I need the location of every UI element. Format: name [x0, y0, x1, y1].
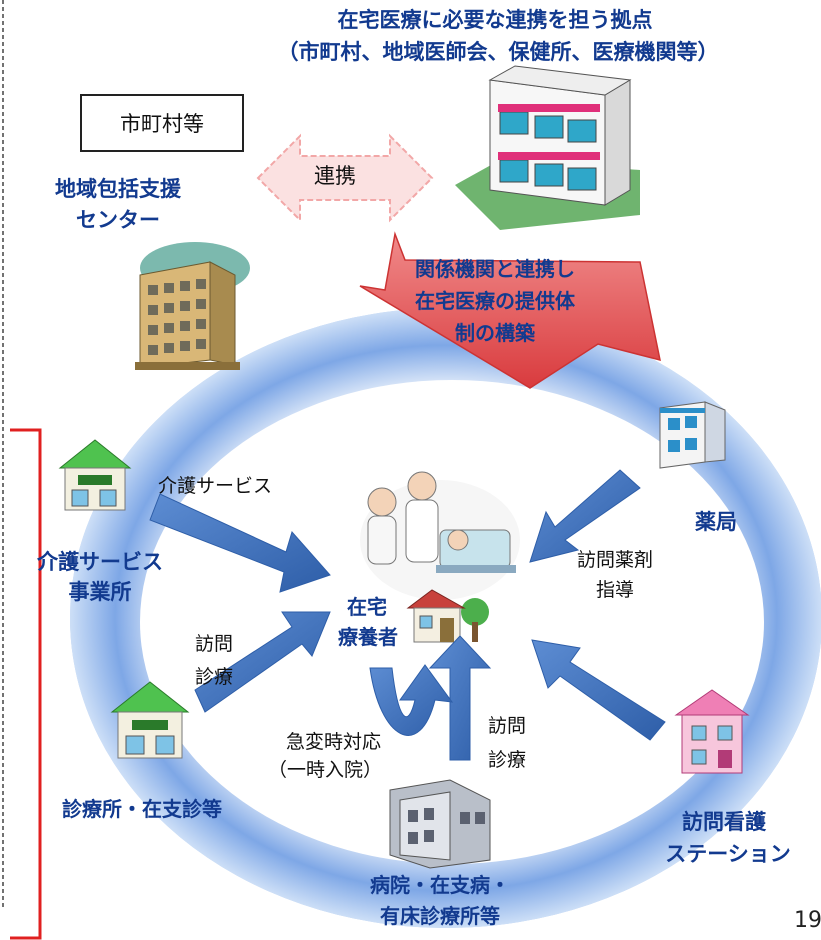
hospital-visit-arrow: [428, 635, 492, 761]
hub-title-line2: （市町村、地域医師会、保健所、医療機関等）: [277, 40, 719, 64]
regional-center-line2: センター: [76, 208, 160, 232]
pharmacy-flow-line2: 指導: [595, 579, 634, 601]
emergency-line2: （一時入院）: [268, 759, 383, 781]
patient-care-scene-icon: [360, 471, 520, 600]
clinic-house-icon: [110, 681, 190, 759]
clinic-visit-arrow: [194, 611, 331, 713]
emergency-u-arrow: [369, 664, 454, 736]
hospital-line2: 有床診療所等: [380, 904, 500, 928]
red-bracket: [10, 428, 42, 940]
patient-line1: 在宅: [347, 595, 387, 619]
care-service-arrow: [149, 493, 331, 593]
hospital-visit-line1: 訪問: [488, 715, 527, 737]
care-service-flow-label: 介護サービス: [158, 475, 273, 497]
hospital-building-icon: [389, 779, 491, 869]
page-number: 19: [794, 908, 821, 933]
cooperation-double-arrow: [256, 133, 434, 223]
hospital-visit-line2: 診療: [488, 749, 527, 771]
nursing-visit-arrow: [531, 639, 666, 741]
system-arrow-line2: 在宅医療の提供体: [415, 289, 575, 313]
pharmacy-building-icon: [659, 401, 726, 469]
clinic-label: 診療所・在支診等: [62, 797, 222, 821]
care-office-house-icon: [58, 439, 132, 511]
clinic-visit-line2: 診療: [195, 666, 234, 688]
nursing-station-line1: 訪問看護: [682, 810, 766, 834]
hospital-line1: 病院・在支病・: [370, 873, 510, 897]
system-arrow-line3: 制の構築: [455, 321, 535, 345]
system-arrow-line1: 関係機関と連携し: [415, 257, 575, 281]
nursing-station-line2: ステーション: [665, 842, 791, 866]
patient-line2: 療養者: [338, 625, 398, 649]
care-office-line1: 介護サービス: [37, 550, 163, 574]
hub-title-line1: 在宅医療に必要な連携を担う拠点: [337, 8, 653, 32]
cooperation-label: 連携: [314, 164, 356, 188]
emergency-line1: 急変時対応: [286, 731, 382, 753]
regional-center-building-icon: [135, 242, 250, 370]
regional-center-line1: 地域包括支援: [55, 177, 181, 201]
care-office-line2: 事業所: [68, 580, 132, 604]
pharmacy-label: 薬局: [695, 510, 737, 534]
home-icon: [406, 589, 489, 643]
nursing-station-house-icon: [674, 689, 750, 774]
pharmacy-guidance-arrow: [529, 469, 641, 563]
clinic-visit-line1: 訪問: [195, 633, 234, 655]
system-build-arrow: [359, 231, 661, 389]
municipality-box: 市町村等: [80, 94, 244, 152]
hub-building-icon: [455, 65, 640, 230]
pharmacy-flow-line1: 訪問薬剤: [576, 549, 653, 571]
